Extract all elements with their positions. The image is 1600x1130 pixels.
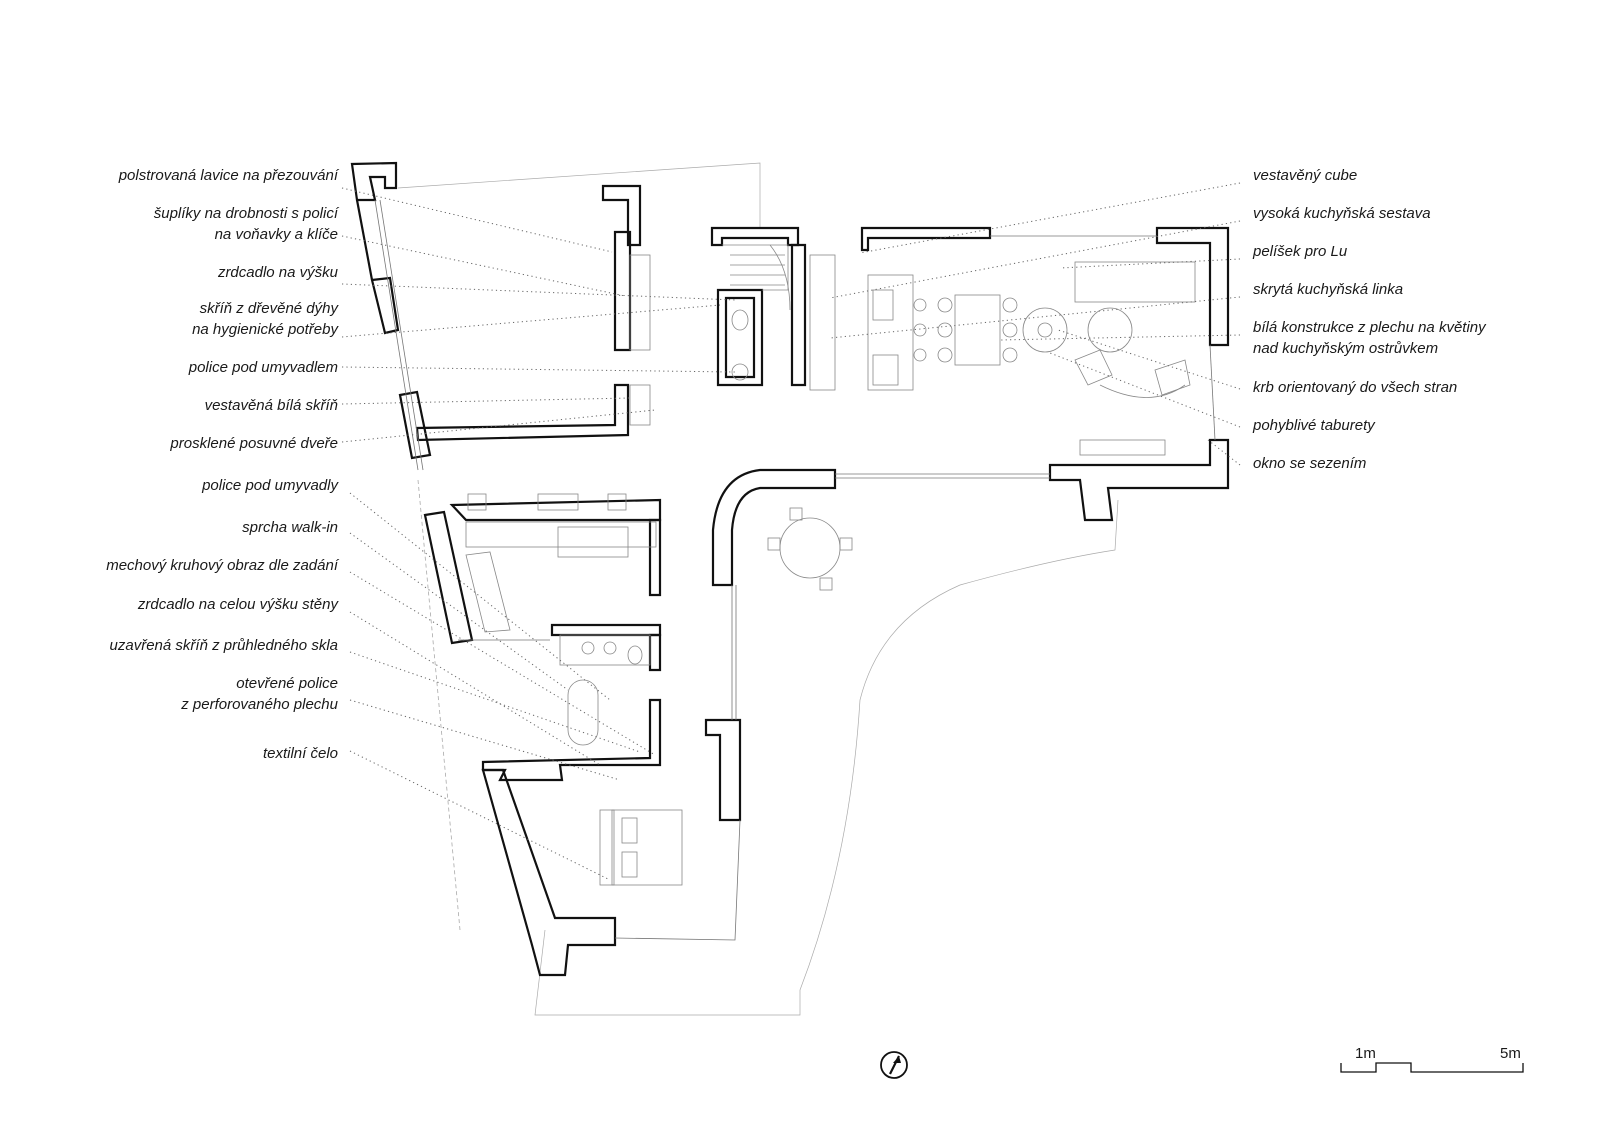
leader-line [999,334,1241,341]
label-open-shelves-line-2: z perforovaného plechu [181,696,338,713]
label-plant-structure-line-2: nad kuchyňským ostrůvkem [1253,340,1439,357]
leader-line [349,651,641,753]
label-moss-picture: mechový kruhový obraz dle zadání [106,557,338,574]
leader-line [349,611,601,766]
label-tall-kitchen: vysoká kuchyňská sestava [1253,205,1431,222]
glazing-lines [374,199,1216,941]
leader-line [1059,258,1241,269]
leader-line [341,366,736,373]
label-bench: polstrovaná lavice na přezouvání [118,167,338,184]
label-shelf-sinks: police pod umyvadly [202,477,338,494]
leader-line [1057,329,1241,390]
label-open-shelves-line-1: otevřené police [236,675,338,692]
scale-label-5m: 5m [1500,1045,1521,1062]
label-mirror-full: zrdcadlo na celou výšku stěny [137,596,338,613]
leader-line [1049,352,1241,428]
label-white-wardrobe: vestavěná bílá skříň [204,397,338,414]
leader-line [349,750,611,881]
label-walkin-shower: sprcha walk-in [242,519,338,536]
leader-line [829,220,1241,299]
label-plant-structure-line-1: bílá konstrukce z plechu na květiny [1253,319,1486,336]
annotation-leaders [341,182,1241,881]
label-stools: pohyblivé taburety [1253,417,1375,434]
label-textile-headboard: textilní čelo [262,745,338,762]
label-shelf-sink: police pod umyvadlem [188,359,338,376]
label-mirror-tall: zrdcadlo na výšku [217,264,338,281]
leader-line [341,304,721,338]
label-glass-cabinet: uzavřená skříň z průhledného skla [109,637,338,654]
leader-line [349,699,621,781]
leader-line [349,532,569,691]
label-cube: vestavěný cube [1253,167,1358,184]
leader-line [829,296,1241,339]
label-drawers-line-2: na voňavky a klíče [214,226,338,243]
scale-label-1m: 1m [1355,1045,1376,1062]
north-arrow-icon [880,1051,908,1079]
leader-line [341,283,736,301]
leader-line [341,187,613,253]
label-veneer-cabinet-line-1: skříň z dřevěné dýhy [199,300,338,317]
furniture [465,244,1196,886]
walls [350,161,1230,977]
leader-line [341,397,631,405]
site-outline [397,162,1119,1016]
label-veneer-cabinet-line-2: na hygienické potřeby [192,321,338,338]
scale-bar [1340,1062,1524,1073]
label-drawers-line-1: šuplíky na drobnosti s policí [153,205,338,222]
label-glass-doors: prosklené posuvné dveře [170,435,338,452]
label-window-seat: okno se sezením [1253,455,1367,472]
label-fireplace: krb orientovaný do všech stran [1253,379,1458,396]
leader-line [1207,439,1241,466]
label-dog-bed: pelíšek pro Lu [1253,243,1348,260]
leader-line [859,182,1241,254]
leader-line [349,492,611,701]
label-hidden-kitchen: skrytá kuchyňská linka [1253,281,1404,298]
